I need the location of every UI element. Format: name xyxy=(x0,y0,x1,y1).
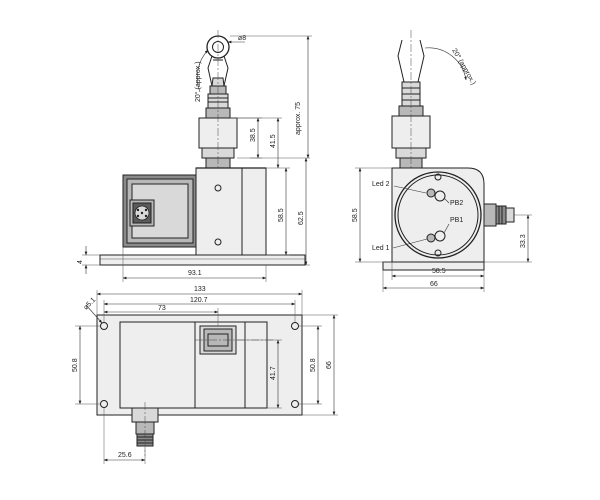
dim-4: 4 xyxy=(77,260,84,264)
dim-62-5: 62.5 xyxy=(298,211,305,225)
label-pb1: PB1 xyxy=(450,217,463,224)
dim-73: 73 xyxy=(158,305,166,312)
side-view: 20° (approx.) Led 2 PB2 PB1 Le xyxy=(352,30,532,292)
dim-50-8-right: 50.8 xyxy=(310,358,317,372)
top-view: 133 120.7 73 ⌀5.1 50.8 41.7 50.8 66 xyxy=(72,286,338,464)
dim-41-7: 41.7 xyxy=(270,366,277,380)
dim-33-3: 33.3 xyxy=(520,234,527,248)
dim-41-5: 41.5 xyxy=(270,134,277,148)
dim-120-7: 120.7 xyxy=(190,297,208,304)
label-led2: Led 2 xyxy=(372,181,390,188)
cable-fitting xyxy=(198,85,238,169)
dim-58-5-side-height: 58.5 xyxy=(352,208,359,222)
dim-66-top: 66 xyxy=(326,361,333,369)
front-view: ⌀8 20° (approx.) 38.5 41.5 58.5 62.5 app… xyxy=(77,30,312,282)
dim-93-1: 93.1 xyxy=(188,270,202,277)
dim-angle-side: 20° (approx.) xyxy=(450,47,477,86)
dim-66-side: 66 xyxy=(430,281,438,288)
dim-angle-front: 20° (approx.) xyxy=(194,61,202,102)
label-pb2: PB2 xyxy=(450,200,463,207)
dim-25-6: 25.6 xyxy=(118,452,132,459)
dim-50-8-left: 50.8 xyxy=(72,358,79,372)
dim-hole-dia: ⌀8 xyxy=(238,35,246,42)
dim-58-5-side-width: 58.5 xyxy=(432,268,446,275)
dim-58-5-front: 58.5 xyxy=(278,208,285,222)
front-housing xyxy=(99,167,306,266)
label-led1: Led 1 xyxy=(372,245,390,252)
dim-38-5: 38.5 xyxy=(250,128,257,142)
side-housing xyxy=(382,167,515,271)
dim-133: 133 xyxy=(194,286,206,293)
dim-approx-75: approx. 75 xyxy=(295,102,302,135)
